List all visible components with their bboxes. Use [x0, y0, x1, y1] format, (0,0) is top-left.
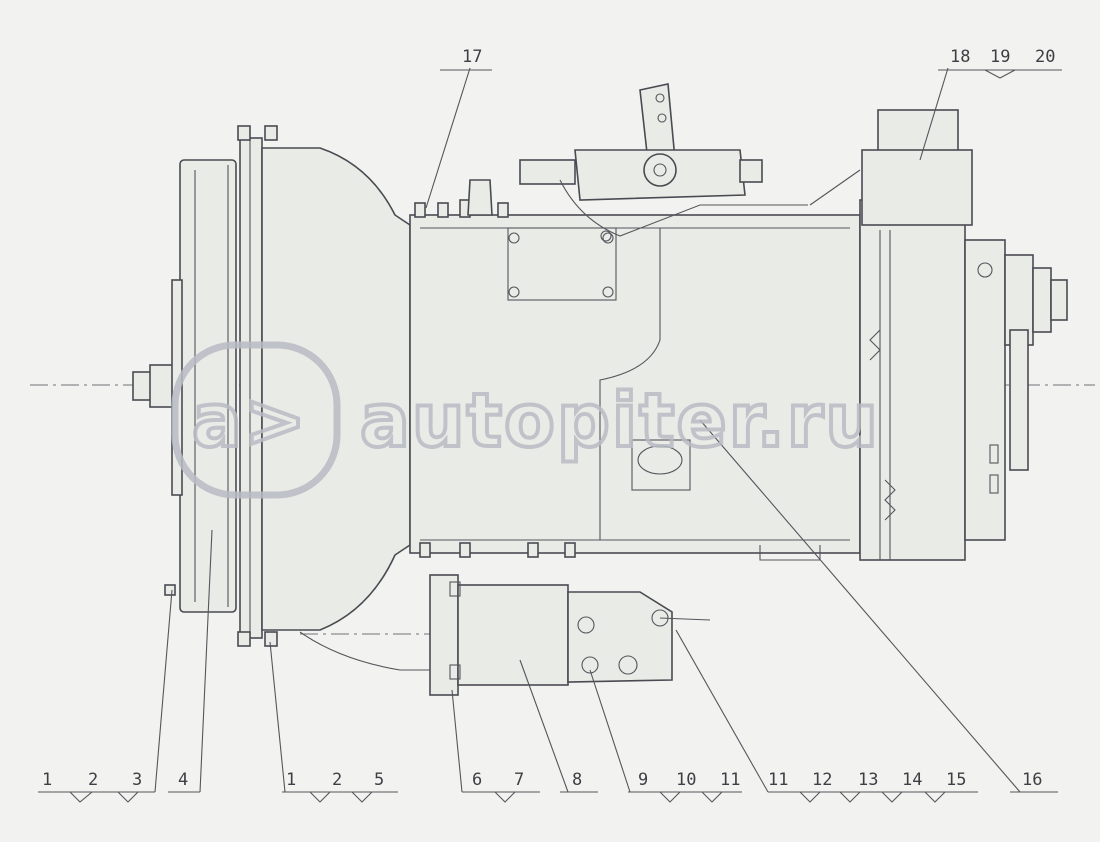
lower-actuator: [429, 574, 711, 696]
callout-label: 3: [132, 770, 142, 790]
callout-label: 9: [638, 770, 648, 790]
callout-label: 4: [178, 770, 188, 790]
air-line: [559, 179, 808, 237]
inspection-cover: [507, 227, 617, 301]
callout-label: 13: [858, 770, 878, 790]
drain-boss: [631, 439, 691, 491]
callout-label: 10: [676, 770, 696, 790]
callout-label: 20: [1035, 47, 1055, 67]
callout-label: 11: [720, 770, 740, 790]
watermark: a> autopiter.ru: [171, 341, 880, 499]
callout-label: 8: [572, 770, 582, 790]
shift-mechanism: [519, 83, 808, 242]
gearbox-case: [409, 179, 861, 561]
lifting-eye: [467, 179, 493, 216]
callout-label: 6: [472, 770, 482, 790]
callout-label: 2: [88, 770, 98, 790]
callout-label: 12: [812, 770, 832, 790]
callout-label: 18: [950, 47, 970, 67]
top-bolts: [414, 199, 509, 218]
leader-lines: [154, 67, 1021, 793]
callout-label: 1: [286, 770, 296, 790]
callout-label: 1: [42, 770, 52, 790]
callout-label: 7: [514, 770, 524, 790]
watermark-text: autopiter.ru: [360, 378, 880, 464]
callout-label: 19: [990, 47, 1010, 67]
callout-label: 2: [332, 770, 342, 790]
bottom-bolts: [419, 542, 576, 558]
callout-label: 11: [768, 770, 788, 790]
watermark-logo-frame: [171, 341, 341, 499]
rear-housing: [809, 109, 973, 561]
callout-label: 14: [902, 770, 922, 790]
housing-lower-contour: [299, 631, 430, 671]
callout-labels: 17 18 19 20 1 2 3 4 1 2 5 6 7 8 9 10 11 …: [42, 47, 1055, 790]
watermark-logo: a>: [192, 378, 308, 464]
drain-plug: [637, 445, 683, 475]
callout-underlines: [38, 69, 1062, 803]
callout-label: 17: [462, 47, 482, 67]
callout-label: 15: [946, 770, 966, 790]
output-flange: [964, 239, 1068, 541]
callout-label: 5: [374, 770, 384, 790]
callout-label: 16: [1022, 770, 1042, 790]
